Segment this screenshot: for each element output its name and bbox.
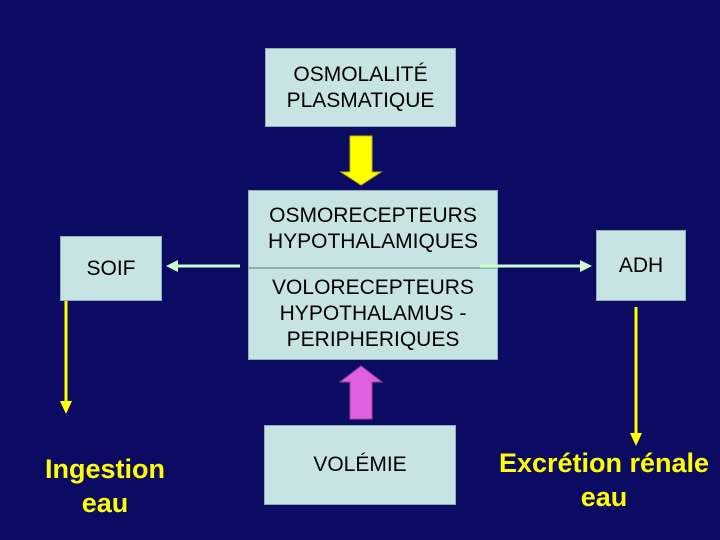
- osmorecepteurs-line1: OSMORECEPTEURS: [269, 204, 477, 227]
- yellow-arrow-soif-head: [60, 401, 72, 414]
- ingestion-eau-text: Ingestion eau: [20, 452, 190, 520]
- green-arrow-left-head: [166, 260, 178, 272]
- volemie-label: VOLÉMIE: [313, 453, 407, 476]
- adh-label: ADH: [618, 253, 664, 277]
- yellow-block-arrow-down: [339, 135, 383, 186]
- excretion-line2: eau: [580, 482, 628, 512]
- adh-box: ADH: [596, 230, 686, 301]
- green-arrow-right-head: [580, 260, 592, 272]
- volorecepteurs-line3: PERIPHERIQUES: [286, 328, 460, 351]
- excretion-line1: Excrétion rénale: [498, 448, 710, 478]
- pink-block-arrow-up: [338, 365, 384, 420]
- osmolalite-line1: OSMOLALITÉ: [293, 62, 428, 86]
- osmolalite-plasmatique-box: OSMOLALITÉ PLASMATIQUE: [265, 48, 456, 127]
- soif-label: SOIF: [86, 256, 136, 280]
- volemie-box: VOLÉMIE: [264, 425, 456, 505]
- volorecepteurs-line2: HYPOTHALAMUS -: [279, 302, 467, 325]
- osmolalite-line2: PLASMATIQUE: [286, 88, 435, 112]
- volorecepteurs-line1: VOLORECEPTEURS: [272, 276, 474, 299]
- soif-box: SOIF: [60, 236, 162, 301]
- osmorecepteurs-box: OSMORECEPTEURS HYPOTHALAMIQUES: [248, 190, 498, 268]
- volorecepteurs-box: VOLORECEPTEURS HYPOTHALAMUS - PERIPHERIQ…: [248, 268, 498, 360]
- yellow-arrow-adh-head: [630, 433, 642, 446]
- osmorecepteurs-line2: HYPOTHALAMIQUES: [267, 230, 479, 253]
- excretion-renale-text: Excrétion rénale eau: [488, 446, 720, 514]
- ingestion-line2: eau: [81, 488, 129, 518]
- ingestion-line1: Ingestion: [45, 454, 165, 484]
